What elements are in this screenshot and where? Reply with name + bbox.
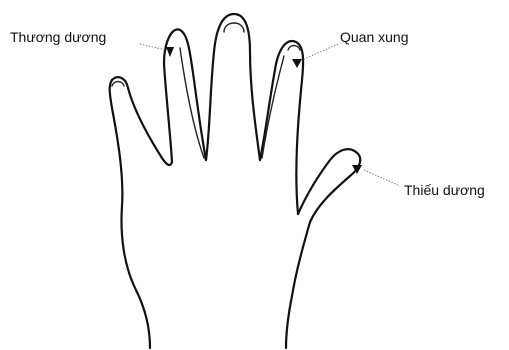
middle-finger-outline xyxy=(206,14,260,160)
left-finger-nail xyxy=(112,82,124,87)
thieu-duong-leader xyxy=(364,170,400,186)
hand-outline xyxy=(110,14,361,348)
hand-right-edge xyxy=(286,222,310,348)
thuong-duong-leader xyxy=(140,44,166,50)
hand-left-edge xyxy=(110,80,150,348)
little-finger-outline xyxy=(298,149,360,222)
finger-inner-line-2 xyxy=(262,56,284,158)
thieu-duong-label: Thiếu dương xyxy=(404,182,485,198)
left-finger-outline xyxy=(112,77,172,165)
thuong-duong-label: Thương dương xyxy=(10,29,106,45)
quan-xung-point xyxy=(292,59,302,68)
middle-finger-nail xyxy=(224,23,244,32)
quan-xung-label: Quan xung xyxy=(340,29,409,45)
ring-finger-nail xyxy=(288,46,300,51)
quan-xung-leader xyxy=(302,44,338,60)
acupoint-markers xyxy=(166,47,362,174)
thuong-duong-point xyxy=(166,47,174,57)
